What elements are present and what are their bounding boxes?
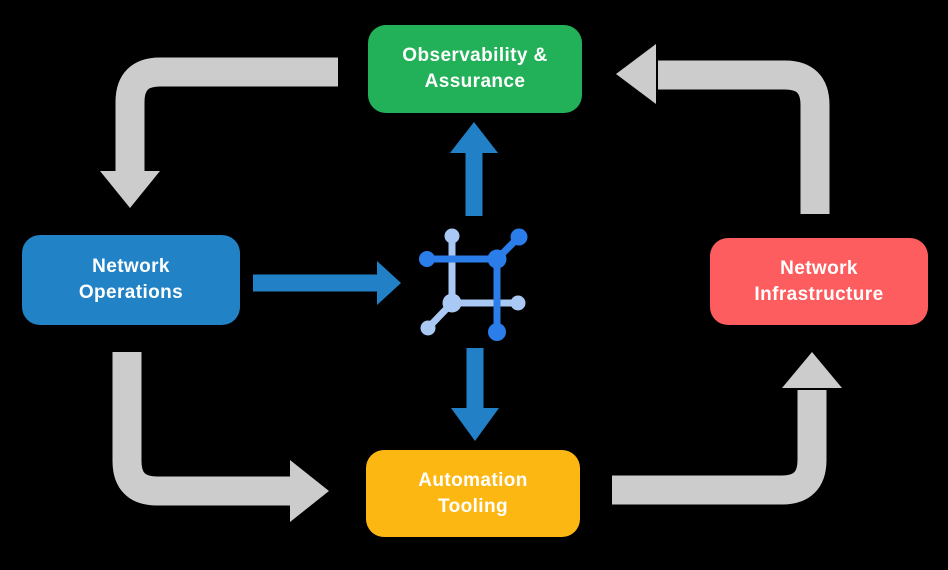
arrow-automation-to-infrastructure (612, 390, 827, 505)
network-mesh-icon-dark-nodes (419, 228, 528, 341)
node-label-line: Tooling (438, 495, 508, 517)
node-network-operations: Network Operations (22, 235, 240, 325)
node-label-line: Network (92, 256, 170, 277)
node-label-line: Automation (418, 469, 528, 491)
blue-center-arrows (253, 152, 484, 410)
node-label-line: Infrastructure (754, 283, 884, 305)
blue-arrowhead-right-icon (377, 261, 401, 305)
node-automation-tooling: Automation Tooling (366, 450, 580, 537)
arrow-infrastructure-to-observability (658, 60, 830, 214)
gray-cycle-arrows (112, 57, 830, 506)
network-mesh-icon-light-nodes (420, 228, 526, 336)
node-label-line: Operations (78, 282, 184, 303)
blue-arrowheads (377, 122, 499, 441)
gray-arrowheads (100, 44, 842, 522)
node-observability-assurance: Observability & Assurance (368, 25, 582, 113)
node-label-line: Assurance (424, 71, 526, 92)
gray-arrowhead-right-icon (290, 460, 329, 522)
node-label-line: Network (780, 257, 858, 279)
gray-arrowhead-down-icon (100, 171, 160, 208)
blue-arrowhead-up-icon (450, 122, 498, 153)
gray-arrowhead-left-icon (616, 44, 656, 104)
network-mesh-icon (419, 228, 528, 341)
arrow-observability-to-operations (115, 57, 338, 173)
blue-arrowhead-down-icon (451, 408, 499, 441)
node-label-line: Observability & (402, 45, 548, 66)
gray-arrowhead-up-icon (782, 352, 842, 388)
arrow-operations-to-automation (112, 352, 292, 506)
node-network-infrastructure: Network Infrastructure (710, 238, 928, 325)
